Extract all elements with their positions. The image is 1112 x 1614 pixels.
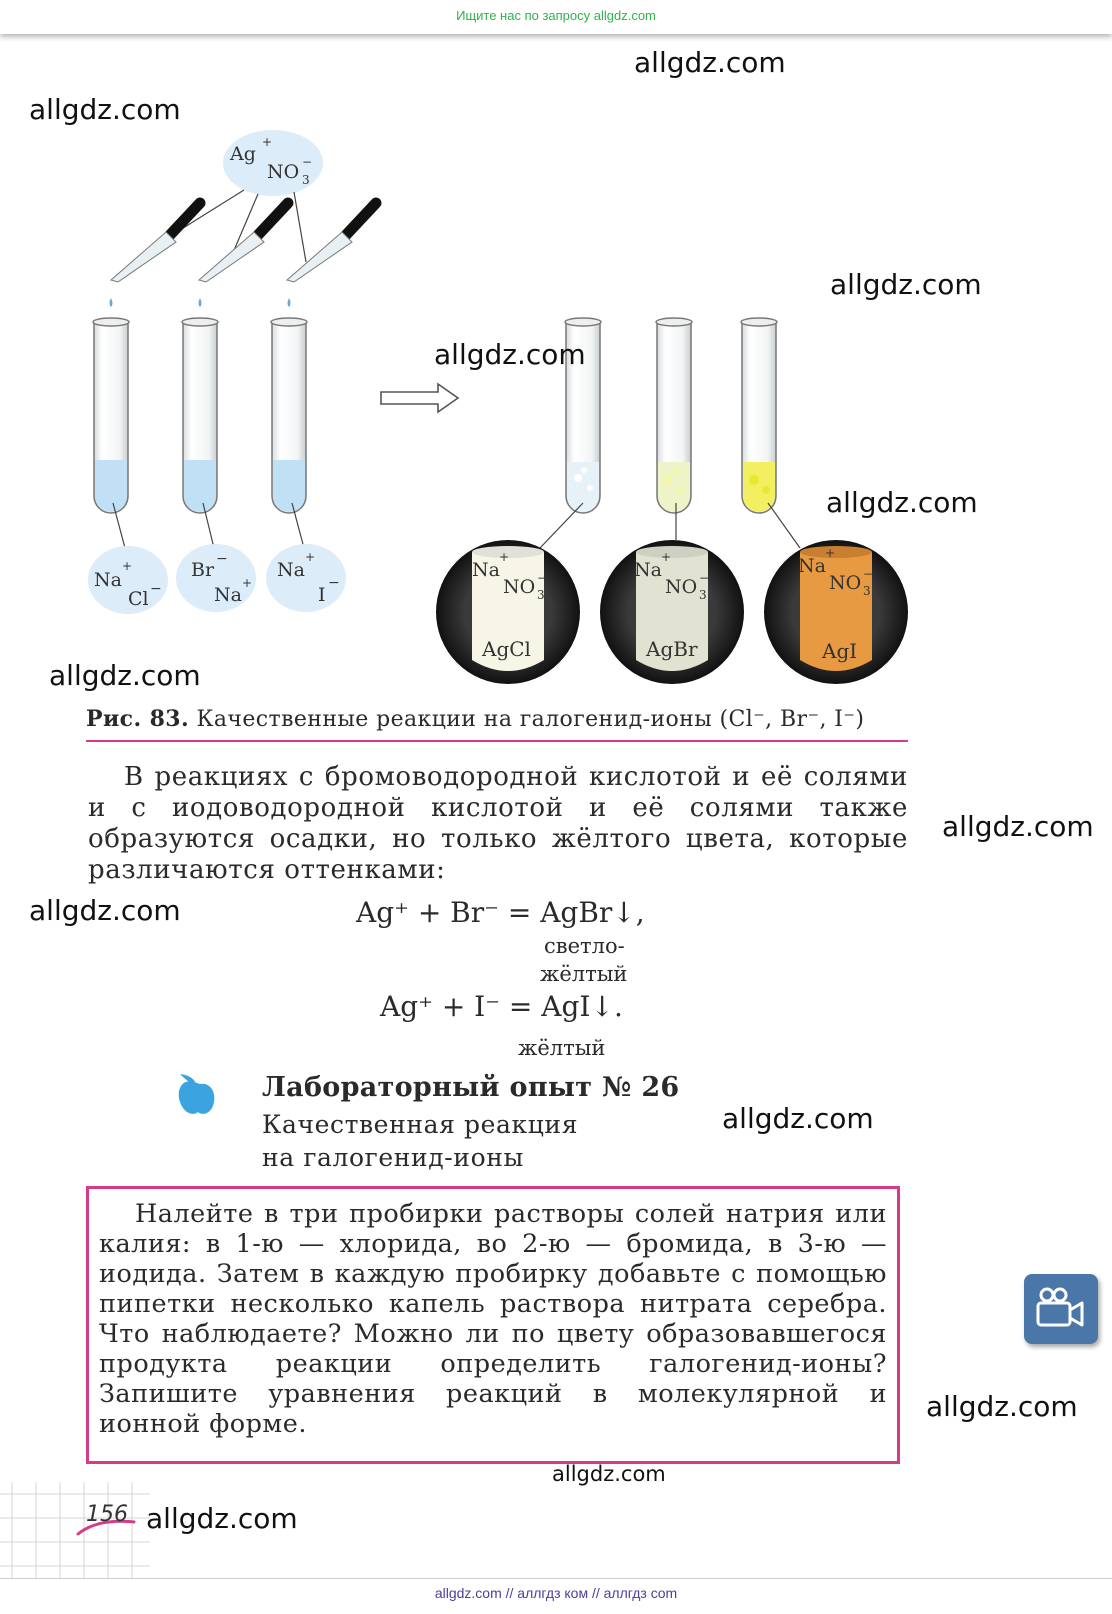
equation-agbr-note-line2: жёлтый [540, 962, 628, 986]
svg-text:−: − [302, 155, 312, 169]
page-corner-grid [0, 1482, 150, 1578]
watermark: allgdz.com [146, 1502, 298, 1535]
body-paragraph-text: В реакциях с бромоводородной кислотой и … [88, 762, 908, 885]
watermark: allgdz.com [830, 268, 982, 301]
svg-text:−: − [699, 571, 709, 585]
result-circle-agi: Na + NO 3 − AgI [764, 540, 908, 684]
result-2-cation: Na [634, 559, 662, 581]
lab-task-box: Налейте в три пробирки растворы солей на… [86, 1186, 900, 1464]
footer-links: allgdz.com // аллгдз ком // аллгдз com [434, 1585, 678, 1601]
ion-bubble-2-a: Br [191, 559, 215, 581]
watermark: allgdz.com [434, 338, 586, 371]
lab-subtitle-line2: на галогенид-ионы [262, 1143, 524, 1172]
ion-bubble-1: Na + Cl − [88, 546, 168, 614]
equation-agbr: Ag⁺ + Br⁻ = AgBr↓, [356, 896, 645, 929]
result-3-anion: NO [829, 572, 861, 594]
video-camera-icon [1036, 1287, 1084, 1327]
equation-agbr-note-line1: светло- [544, 934, 625, 958]
lab-subtitle: Качественная реакция на галогенид-ионы [262, 1108, 578, 1174]
pipette-1 [109, 197, 206, 307]
result-tube-3 [740, 317, 778, 514]
result-3-precipitate: AgI [821, 639, 857, 663]
pipette-3 [285, 197, 382, 307]
result-3-cation: Na [798, 555, 826, 577]
svg-text:3: 3 [537, 588, 545, 602]
result-tube-1 [564, 317, 602, 514]
svg-text:+: + [661, 550, 671, 564]
apple-icon [178, 1074, 215, 1114]
figure-caption: Рис. 83. Качественные реакции на галоген… [86, 706, 908, 742]
figure-caption-label: Рис. 83. [86, 706, 190, 732]
test-tube-figure: Ag + NO 3 − Na [88, 130, 908, 684]
result-1-precipitate: AgCl [481, 637, 531, 661]
test-tube-2 [181, 317, 219, 514]
svg-text:3: 3 [302, 173, 310, 187]
video-button[interactable] [1024, 1274, 1098, 1344]
svg-text:+: + [305, 550, 315, 564]
equation-agi-note: жёлтый [518, 1036, 606, 1060]
svg-text:−: − [537, 571, 547, 585]
equation-agbr-note: светло- жёлтый [540, 932, 627, 988]
lab-subtitle-line1: Качественная реакция [262, 1110, 579, 1139]
svg-text:+: + [499, 550, 509, 564]
result-1-anion: NO [503, 576, 535, 598]
ion-bubble-3: Na + I − [266, 544, 346, 612]
lab-task-text: Налейте в три пробирки растворы солей на… [99, 1199, 887, 1439]
watermark: allgdz.com [722, 1102, 874, 1135]
equation-agi: Ag⁺ + I⁻ = AgI↓. [380, 990, 623, 1023]
ion-bubble-2-b: Na [214, 584, 242, 606]
svg-text:−: − [863, 567, 873, 581]
page-number: 156 [86, 1502, 128, 1527]
svg-text:3: 3 [699, 588, 707, 602]
result-tube-2 [655, 317, 693, 514]
svg-text:−: − [216, 551, 228, 567]
result-circle-agbr: Na + NO 3 − AgBr [600, 540, 744, 684]
ion-bubble-3-b: I [318, 584, 326, 606]
watermark: allgdz.com [29, 894, 181, 927]
ion-bubble-1-a: Na [94, 569, 122, 591]
watermark: allgdz.com [826, 486, 978, 519]
svg-text:+: + [825, 546, 835, 560]
body-paragraph: В реакциях с бромоводородной кислотой и … [88, 762, 908, 886]
result-2-precipitate: AgBr [645, 637, 698, 661]
lab-title: Лабораторный опыт № 26 [262, 1072, 680, 1103]
ion-bubble-3-a: Na [277, 559, 305, 581]
watermark: allgdz.com [29, 93, 181, 126]
reagent-cation: Ag [229, 143, 256, 165]
top-banner-text: Ищите нас по запросу allgdz.com [456, 8, 656, 23]
svg-text:3: 3 [863, 584, 871, 598]
watermark: allgdz.com [942, 810, 1094, 843]
result-circle-agcl: Na + NO 3 − AgCl [436, 540, 580, 684]
result-2-anion: NO [665, 576, 697, 598]
svg-text:−: − [328, 575, 340, 591]
test-tube-3 [270, 317, 308, 514]
watermark: allgdz.com [49, 659, 201, 692]
top-banner: Ищите нас по запросу allgdz.com [0, 0, 1112, 34]
reagent-ion-bubble [223, 130, 323, 196]
result-1-cation: Na [472, 559, 500, 581]
figure-caption-text: Качественные реакции на галогенид-ионы (… [196, 707, 865, 732]
arrow-right-icon [380, 382, 460, 414]
footer-divider [0, 1578, 1112, 1579]
svg-text:+: + [262, 135, 272, 149]
ion-bubble-1-b: Cl [128, 588, 149, 610]
reagent-anion: NO [267, 161, 299, 183]
svg-text:+: + [242, 576, 252, 590]
test-tube-1 [92, 317, 130, 514]
svg-text:+: + [122, 559, 132, 573]
watermark: allgdz.com [552, 1462, 666, 1486]
svg-text:−: − [150, 581, 162, 597]
watermark: allgdz.com [926, 1390, 1078, 1423]
ion-bubble-2: Br − Na + [176, 544, 256, 612]
watermark: allgdz.com [634, 46, 786, 79]
pipette-2 [197, 197, 294, 307]
